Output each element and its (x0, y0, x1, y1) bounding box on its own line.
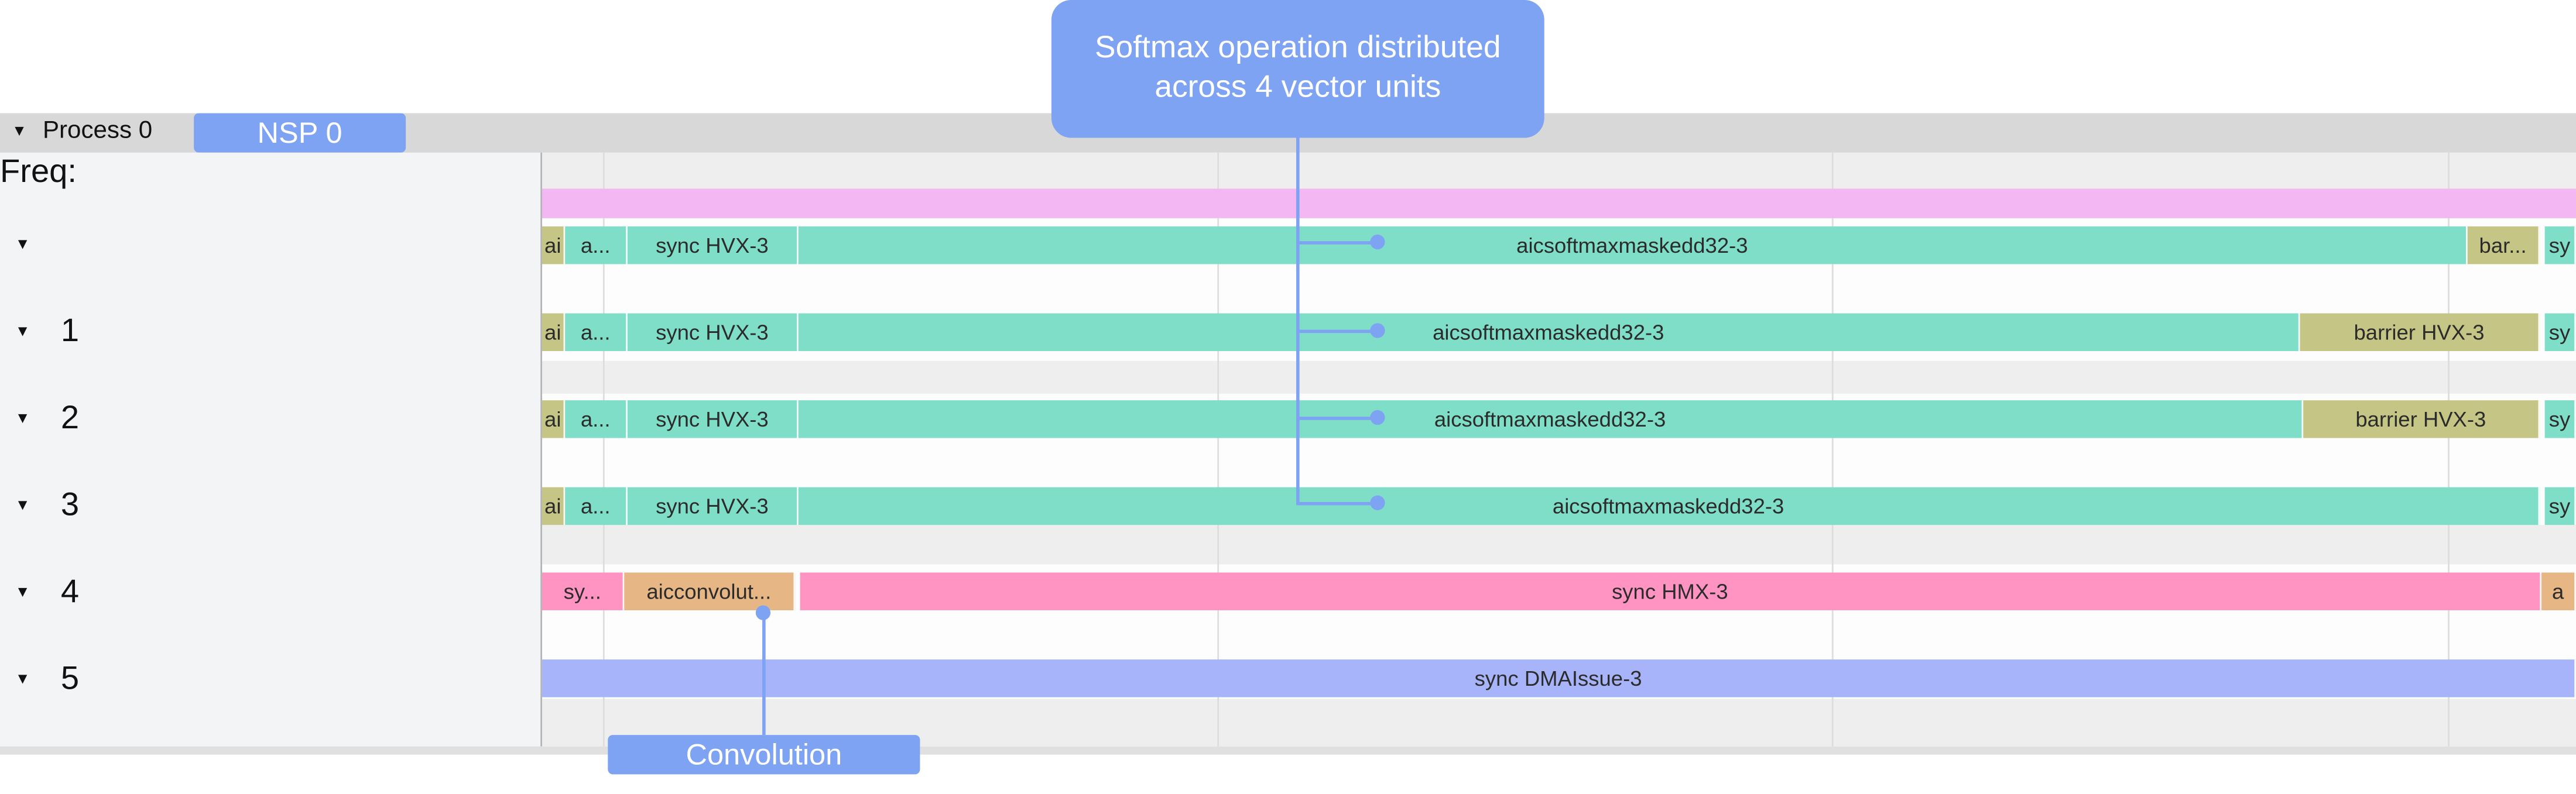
row-bg (542, 452, 2576, 486)
slice[interactable]: aicsoftmaxmaskedd32-3 (798, 400, 2304, 438)
row-5-caret-icon[interactable]: ▾ (18, 669, 28, 689)
softmax-pointer-branch (1296, 241, 1375, 245)
row-bg (542, 360, 2576, 394)
slice[interactable]: sync HVX-3 (627, 400, 799, 438)
slice[interactable]: sy... (542, 572, 625, 610)
gridline (2448, 152, 2450, 747)
slice[interactable]: aicconvolut... (624, 572, 796, 610)
slice[interactable]: sync HVX-3 (627, 487, 799, 525)
softmax-pointer-branch (1296, 329, 1375, 334)
row-0-caret-icon[interactable]: ▾ (18, 234, 28, 255)
slice[interactable]: sy (2544, 400, 2576, 438)
slice[interactable]: aicsoftmaxmaskedd32-3 (798, 226, 2468, 264)
softmax-pointer-dot (1370, 234, 1385, 250)
slice[interactable]: aicsoftmaxmaskedd32-3 (798, 313, 2300, 351)
slice[interactable]: aicsoftmaxmaskedd32-3 (798, 487, 2540, 525)
gridline (1217, 152, 1220, 747)
track-labels-panel: Freq: ▾ ▾ 1 ▾ 2 ▾ 3 ▾ 4 ▾ 5 (0, 152, 543, 747)
slice[interactable]: a... (565, 313, 628, 351)
softmax-pointer-dot (1370, 323, 1385, 338)
timeline-track-area[interactable]: ai a... sync HVX-3 aicsoftmaxmaskedd32-3… (542, 152, 2576, 747)
row-bg (542, 611, 2576, 655)
slice[interactable]: a... (565, 487, 628, 525)
row-1-caret-icon[interactable]: ▾ (18, 321, 28, 342)
process-caret-icon[interactable]: ▾ (15, 121, 24, 142)
next-process-header (0, 746, 2576, 755)
slice[interactable]: sync HVX-3 (627, 313, 799, 351)
gridline (1831, 152, 1834, 747)
slice[interactable]: sy (2544, 313, 2576, 351)
softmax-callout-line1: Softmax operation distributed (1095, 31, 1501, 66)
softmax-pointer-dot (1370, 410, 1385, 425)
slice[interactable]: sync HVX-3 (627, 226, 799, 264)
slice[interactable]: a (2541, 572, 2576, 610)
slice[interactable]: barrier HVX-3 (2303, 400, 2540, 438)
slice[interactable]: ai (542, 487, 566, 525)
row-3-caret-icon[interactable]: ▾ (18, 495, 28, 515)
slice[interactable]: a... (565, 226, 628, 264)
row-5-label: 5 (60, 661, 80, 697)
nsp-tag: NSP 0 (194, 113, 406, 153)
row-2-label: 2 (60, 400, 80, 436)
row-1-label: 1 (60, 313, 80, 350)
slice[interactable]: sync DMAIssue-3 (542, 659, 2576, 697)
softmax-callout: Softmax operation distributed across 4 v… (1051, 0, 1544, 138)
softmax-pointer-line (1296, 138, 1300, 504)
process-label[interactable]: Process 0 (42, 116, 153, 145)
gridline (602, 152, 605, 747)
softmax-pointer-dot (1370, 495, 1385, 510)
slice[interactable]: sy (2544, 226, 2576, 264)
row-bg (542, 269, 2576, 302)
slice[interactable]: ai (542, 400, 566, 438)
row-3-label: 3 (60, 487, 80, 524)
freq-bar[interactable] (542, 188, 2576, 218)
slice[interactable]: ai (542, 226, 566, 264)
convolution-pointer-line (762, 613, 766, 735)
slice[interactable]: sync HMX-3 (800, 572, 2542, 610)
row-4-caret-icon[interactable]: ▾ (18, 582, 28, 602)
slice[interactable]: bar... (2467, 226, 2540, 264)
slice[interactable]: barrier HVX-3 (2300, 313, 2540, 351)
convolution-callout: Convolution (608, 735, 920, 775)
row-4-label: 4 (60, 574, 80, 610)
slice[interactable]: a... (565, 400, 628, 438)
slice[interactable]: ai (542, 313, 566, 351)
freq-label: Freq: (0, 154, 77, 191)
softmax-pointer-branch (1296, 417, 1375, 420)
softmax-pointer-branch (1296, 501, 1375, 506)
row-2-caret-icon[interactable]: ▾ (18, 408, 28, 428)
softmax-callout-line2: across 4 vector units (1155, 70, 1441, 105)
slice[interactable]: sy (2544, 487, 2576, 525)
row-bg (542, 525, 2576, 565)
